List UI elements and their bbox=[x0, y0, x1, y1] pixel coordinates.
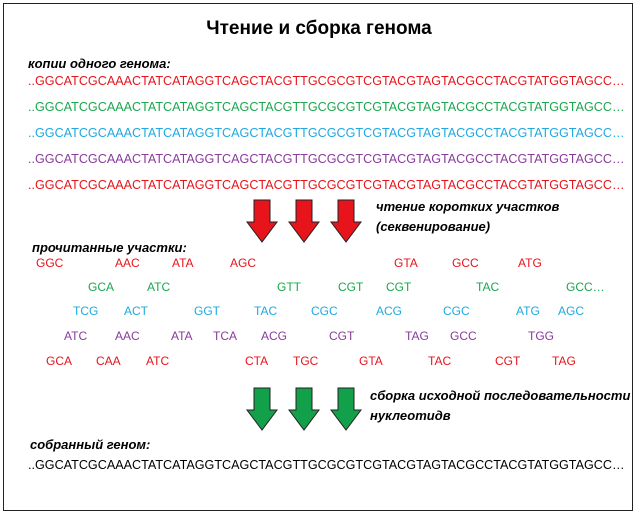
read-fragment: CTA bbox=[245, 354, 269, 368]
read-fragment: CGT bbox=[329, 329, 355, 343]
assembly-arrow-3 bbox=[330, 387, 362, 431]
read-fragment: ATC bbox=[64, 329, 88, 343]
genome-copy-1: ..GGCATCGCAAACTATCATAGGTCAGCTACGTTGCGCGT… bbox=[28, 74, 625, 88]
read-fragment: TAC bbox=[428, 354, 452, 368]
assembly-arrow-2 bbox=[288, 387, 320, 431]
read-fragment: TAG bbox=[405, 329, 429, 343]
read-fragment: GCC bbox=[450, 329, 477, 343]
read-fragment: GCA bbox=[46, 354, 73, 368]
diagram-frame: Чтение и сборка генома копии одного гено… bbox=[3, 3, 633, 511]
read-caption-line-2: (секвенирование) bbox=[376, 219, 491, 234]
assembly-arrow-1 bbox=[246, 387, 278, 431]
genome-copy-3: ..GGCATCGCAAACTATCATAGGTCAGCTACGTTGCGCGT… bbox=[28, 126, 625, 140]
diagram-title: Чтение и сборка генома bbox=[206, 18, 432, 39]
read-fragment: CGT bbox=[338, 280, 364, 294]
reads-label: прочитанные участки: bbox=[32, 240, 187, 255]
read-arrow-1 bbox=[246, 199, 278, 243]
read-fragment: CGT bbox=[495, 354, 521, 368]
read-fragment: AAC bbox=[115, 329, 140, 343]
read-fragment: AGC bbox=[230, 256, 257, 270]
assembly-caption-line-2: нуклеотидв bbox=[370, 408, 451, 423]
read-fragment: ATC bbox=[146, 354, 170, 368]
read-fragment: ATA bbox=[172, 256, 194, 270]
assembly-caption-line-1: сборка исходной последовательности bbox=[370, 388, 631, 403]
read-fragment: ATA bbox=[171, 329, 193, 343]
read-fragment: TAC bbox=[476, 280, 500, 294]
read-fragment: CAA bbox=[96, 354, 121, 368]
read-fragment: GCA bbox=[88, 280, 115, 294]
read-fragment: TGG bbox=[528, 329, 554, 343]
read-fragment: ACG bbox=[376, 304, 403, 318]
read-fragment: GCC… bbox=[566, 280, 605, 294]
read-fragment: AGC bbox=[558, 304, 585, 318]
read-fragment: TCA bbox=[213, 329, 237, 343]
genome-copy-5: ..GGCATCGCAAACTATCATAGGTCAGCTACGTTGCGCGT… bbox=[28, 178, 625, 192]
read-fragment: ATG bbox=[518, 256, 542, 270]
read-arrow-2 bbox=[288, 199, 320, 243]
read-fragment: GTT bbox=[277, 280, 301, 294]
assembly-caption: сборка исходной последовательности нукле… bbox=[370, 386, 630, 426]
read-fragment: GGT bbox=[194, 304, 220, 318]
read-fragment: TAG bbox=[552, 354, 576, 368]
read-fragment: GGC bbox=[36, 256, 64, 270]
read-fragment: ATG bbox=[516, 304, 540, 318]
read-fragment: GCC bbox=[452, 256, 479, 270]
read-fragment: ATC bbox=[147, 280, 171, 294]
read-fragment: TGC bbox=[293, 354, 319, 368]
read-caption: чтение коротких участков (секвенирование… bbox=[376, 197, 559, 237]
read-fragment: TAC bbox=[254, 304, 278, 318]
read-fragment: AAC bbox=[115, 256, 140, 270]
read-fragment: GTA bbox=[394, 256, 418, 270]
read-fragment: TCG bbox=[73, 304, 99, 318]
read-fragment: CGC bbox=[311, 304, 338, 318]
genome-copy-2: ..GGCATCGCAAACTATCATAGGTCAGCTACGTTGCGCGT… bbox=[28, 100, 625, 114]
read-fragment: CGT bbox=[386, 280, 412, 294]
read-fragment: GTA bbox=[359, 354, 383, 368]
assembled-sequence: ..GGCATCGCAAACTATCATAGGTCAGCTACGTTGCGCGT… bbox=[28, 458, 625, 472]
read-fragment: ACT bbox=[124, 304, 148, 318]
assembled-label: собранный геном: bbox=[30, 437, 151, 452]
read-caption-line-1: чтение коротких участков bbox=[376, 199, 560, 214]
read-arrow-3 bbox=[330, 199, 362, 243]
copies-label: копии одного генома: bbox=[28, 56, 171, 71]
read-fragment: ACG bbox=[261, 329, 288, 343]
read-fragment: CGC bbox=[443, 304, 470, 318]
genome-copy-4: ..GGCATCGCAAACTATCATAGGTCAGCTACGTTGCGCGT… bbox=[28, 152, 625, 166]
